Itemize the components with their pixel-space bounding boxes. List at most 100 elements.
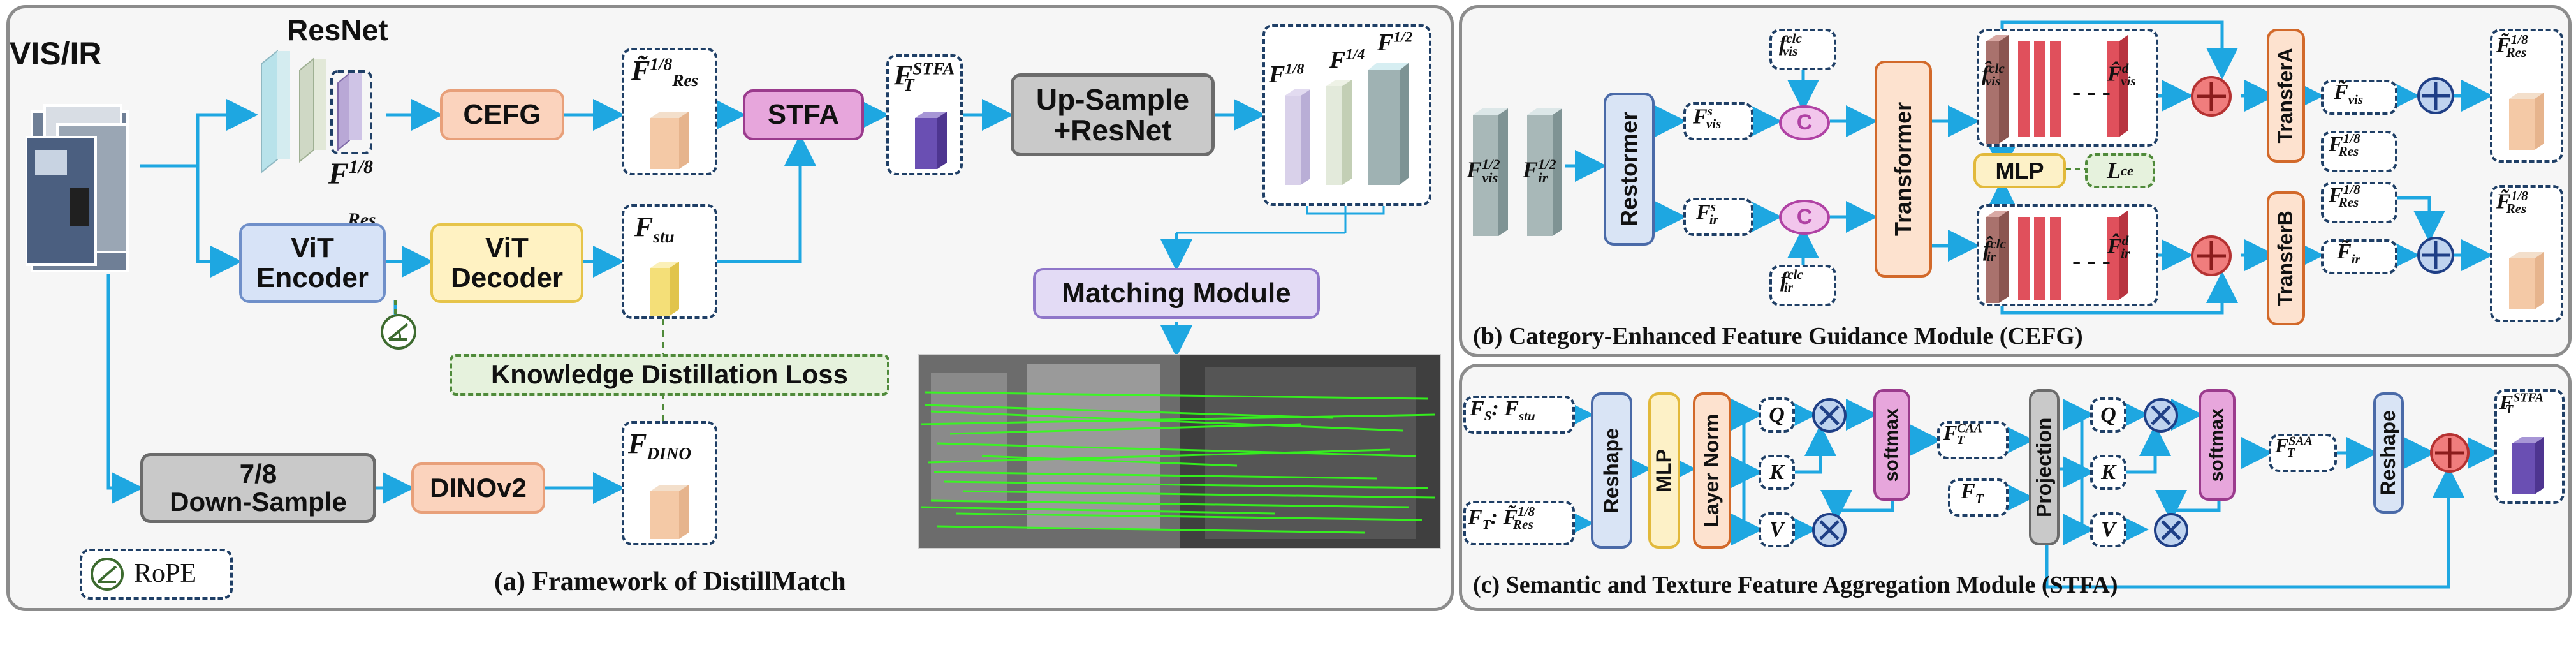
out-a-label: F̃1/8Res	[2496, 32, 2528, 61]
add-op-vis	[2191, 76, 2232, 117]
fstfa-cube	[915, 112, 947, 169]
stfa-mlp-block[interactable]: MLP	[1648, 392, 1680, 549]
stfa-block[interactable]: STFA	[743, 89, 864, 140]
fout-cube	[2512, 437, 2544, 494]
vit-encoder-block[interactable]: ViT Encoder	[239, 223, 386, 303]
dinov2-block[interactable]: DINOv2	[411, 463, 545, 514]
downsample-line1: 7/8	[239, 458, 277, 489]
fs-input-box	[1463, 396, 1575, 434]
cefg-mlp-block[interactable]: MLP	[1973, 153, 2066, 188]
fclc-ir-label: fclcir	[1780, 267, 1803, 295]
caption-b: (b) Category-Enhanced Feature Guidance M…	[1473, 323, 2083, 350]
caption-a: (a) Framework of DistillMatch	[494, 567, 846, 596]
fvis-label: F1/2vis	[1467, 156, 1500, 186]
matmul-op-1b	[1812, 513, 1847, 547]
ft-input-box	[1463, 501, 1575, 545]
ft-input-label: FT: F̃1/8Res	[1468, 504, 1535, 533]
pyramid-label-2: F1/4	[1329, 46, 1365, 73]
add-op-out-b	[2417, 237, 2454, 274]
matmul-op-2a	[2144, 398, 2178, 433]
ft2-label: FT	[1961, 480, 1984, 507]
pyramid-label-1: F1/8	[1269, 61, 1305, 88]
reshape-block-2[interactable]: Reshape	[2373, 392, 2404, 514]
fsaa-box	[2269, 434, 2337, 472]
out-b-cube	[2509, 252, 2544, 309]
pyramid-cubes	[1285, 63, 1409, 185]
fir-label: F1/2ir	[1523, 156, 1556, 186]
fstu-label: Fstu	[634, 211, 675, 246]
q2-box: Q	[2090, 397, 2126, 433]
fout-label: FSTFAT	[2499, 390, 2544, 417]
hat-d-vis-label: F̂dvis	[2107, 61, 2136, 89]
vit-encoder-line1: ViT	[291, 232, 334, 264]
fcaa-label: FCAAT	[1943, 421, 1983, 448]
ellipsis-vis: - - -	[2072, 77, 2111, 106]
transfer-b-block[interactable]: TransferB	[2267, 191, 2305, 325]
reshape-block-1[interactable]: Reshape	[1591, 392, 1632, 549]
cefg-block[interactable]: CEFG	[440, 89, 564, 140]
resnet-stack	[261, 49, 372, 174]
transformer-block[interactable]: Transformer	[1875, 61, 1932, 278]
tilde-vis-label: F̃vis	[2334, 80, 2364, 107]
fstu-cube	[650, 262, 679, 316]
k1-box: K	[1759, 455, 1795, 490]
q1-box: Q	[1759, 397, 1795, 433]
out-a-cube	[2509, 93, 2544, 150]
vit-decoder-line2: Decoder	[450, 262, 564, 293]
fs-ir-box	[1683, 198, 1753, 236]
add-op-stfa	[2430, 433, 2470, 473]
transfer-a-block[interactable]: TransferA	[2267, 29, 2305, 163]
tilde-ir-label: F̃ir	[2337, 240, 2360, 267]
fclc-ir-box	[1769, 265, 1836, 306]
fclc-vis-box	[1769, 29, 1836, 70]
v2-box: V	[2090, 512, 2126, 547]
vis-token-cubes	[1986, 35, 2128, 144]
fsaa-label: FSAAT	[2275, 434, 2313, 461]
matmul-op-1a	[1812, 398, 1847, 433]
rope-legend-label: RoPE	[134, 559, 197, 588]
upsample-line1: Up-Sample	[1036, 82, 1190, 116]
fs-vis-box	[1683, 102, 1753, 140]
cefg-input-cubes	[1473, 108, 1562, 236]
vit-encoder-line2: Encoder	[256, 262, 369, 293]
kd-loss-block[interactable]: Knowledge Distillation Loss	[450, 354, 889, 396]
caption-c: (c) Semantic and Texture Feature Aggrega…	[1473, 572, 2118, 598]
fs-ir-label: Fsir	[1696, 199, 1718, 228]
matching-module-block[interactable]: Matching Module	[1033, 268, 1320, 319]
softmax-block-2[interactable]: softmax	[2199, 389, 2236, 501]
matmul-op-2b	[2154, 513, 2188, 547]
ellipsis-ir: - - -	[2072, 246, 2111, 275]
input-image-stack	[26, 104, 129, 272]
upsample-line2: +ResNet	[1053, 114, 1172, 147]
layernorm-block[interactable]: Layer Norm	[1693, 392, 1731, 549]
downsample-block[interactable]: 7/8 Down-Sample	[140, 453, 376, 523]
downsample-line2: Down-Sample	[170, 487, 347, 517]
rope-legend-icon	[91, 558, 124, 591]
tilde-ir-box	[2321, 239, 2397, 274]
rope-icon	[381, 314, 416, 350]
k2-box: K	[2090, 455, 2126, 490]
fstfa-label: FSTFAT	[894, 59, 955, 94]
out-b-label: F̃1/8Res	[2496, 188, 2528, 217]
res-feature-label: F̃1/8Res	[631, 54, 699, 90]
res-a-box	[2321, 131, 2397, 172]
vit-decoder-line1: ViT	[485, 232, 529, 264]
ir-token-cubes	[1986, 211, 2128, 303]
v1-box: V	[1759, 512, 1795, 547]
upsample-block[interactable]: Up-Sample +ResNet	[1011, 73, 1215, 156]
fs-input-label: FS: Fstu	[1470, 397, 1535, 424]
res-b-label: F1/8Res	[2329, 182, 2360, 211]
fs-vis-label: Fsvis	[1693, 103, 1722, 132]
vit-decoder-block[interactable]: ViT Decoder	[430, 223, 583, 303]
restormer-block[interactable]: Restormer	[1604, 93, 1655, 246]
softmax-block-1[interactable]: softmax	[1873, 389, 1910, 501]
res-b-box	[2321, 182, 2397, 223]
fdino-label: FDINO	[628, 428, 692, 463]
matching-result-image	[918, 354, 1441, 549]
ft2-box	[1948, 478, 2009, 517]
projection-block[interactable]: Projection	[2029, 389, 2060, 545]
tilde-vis-box	[2321, 80, 2397, 115]
concat-op-vis: C	[1779, 105, 1830, 140]
